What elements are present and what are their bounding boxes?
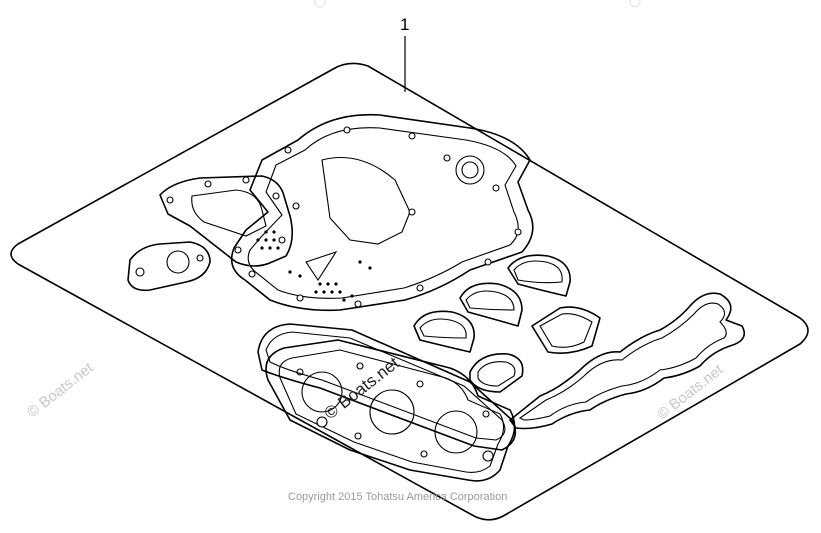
crankcase-gasket <box>230 113 534 312</box>
thermostat-gasket <box>127 241 211 292</box>
watermark-left: © Boats.net <box>24 359 97 421</box>
kit-outline <box>10 62 809 521</box>
copyright-text: Copyright 2015 Tohatsu America Corporati… <box>288 491 507 503</box>
callout-number: 1 <box>400 15 409 34</box>
svg-text:© Boats.net: © Boats.net <box>24 359 97 421</box>
rocker-cover-gasket <box>257 323 517 451</box>
teardrop-gaskets <box>413 254 601 393</box>
manifold-gasket <box>159 175 294 267</box>
corner-watermarks <box>314 0 641 8</box>
valve-cover-gasket <box>509 292 746 430</box>
